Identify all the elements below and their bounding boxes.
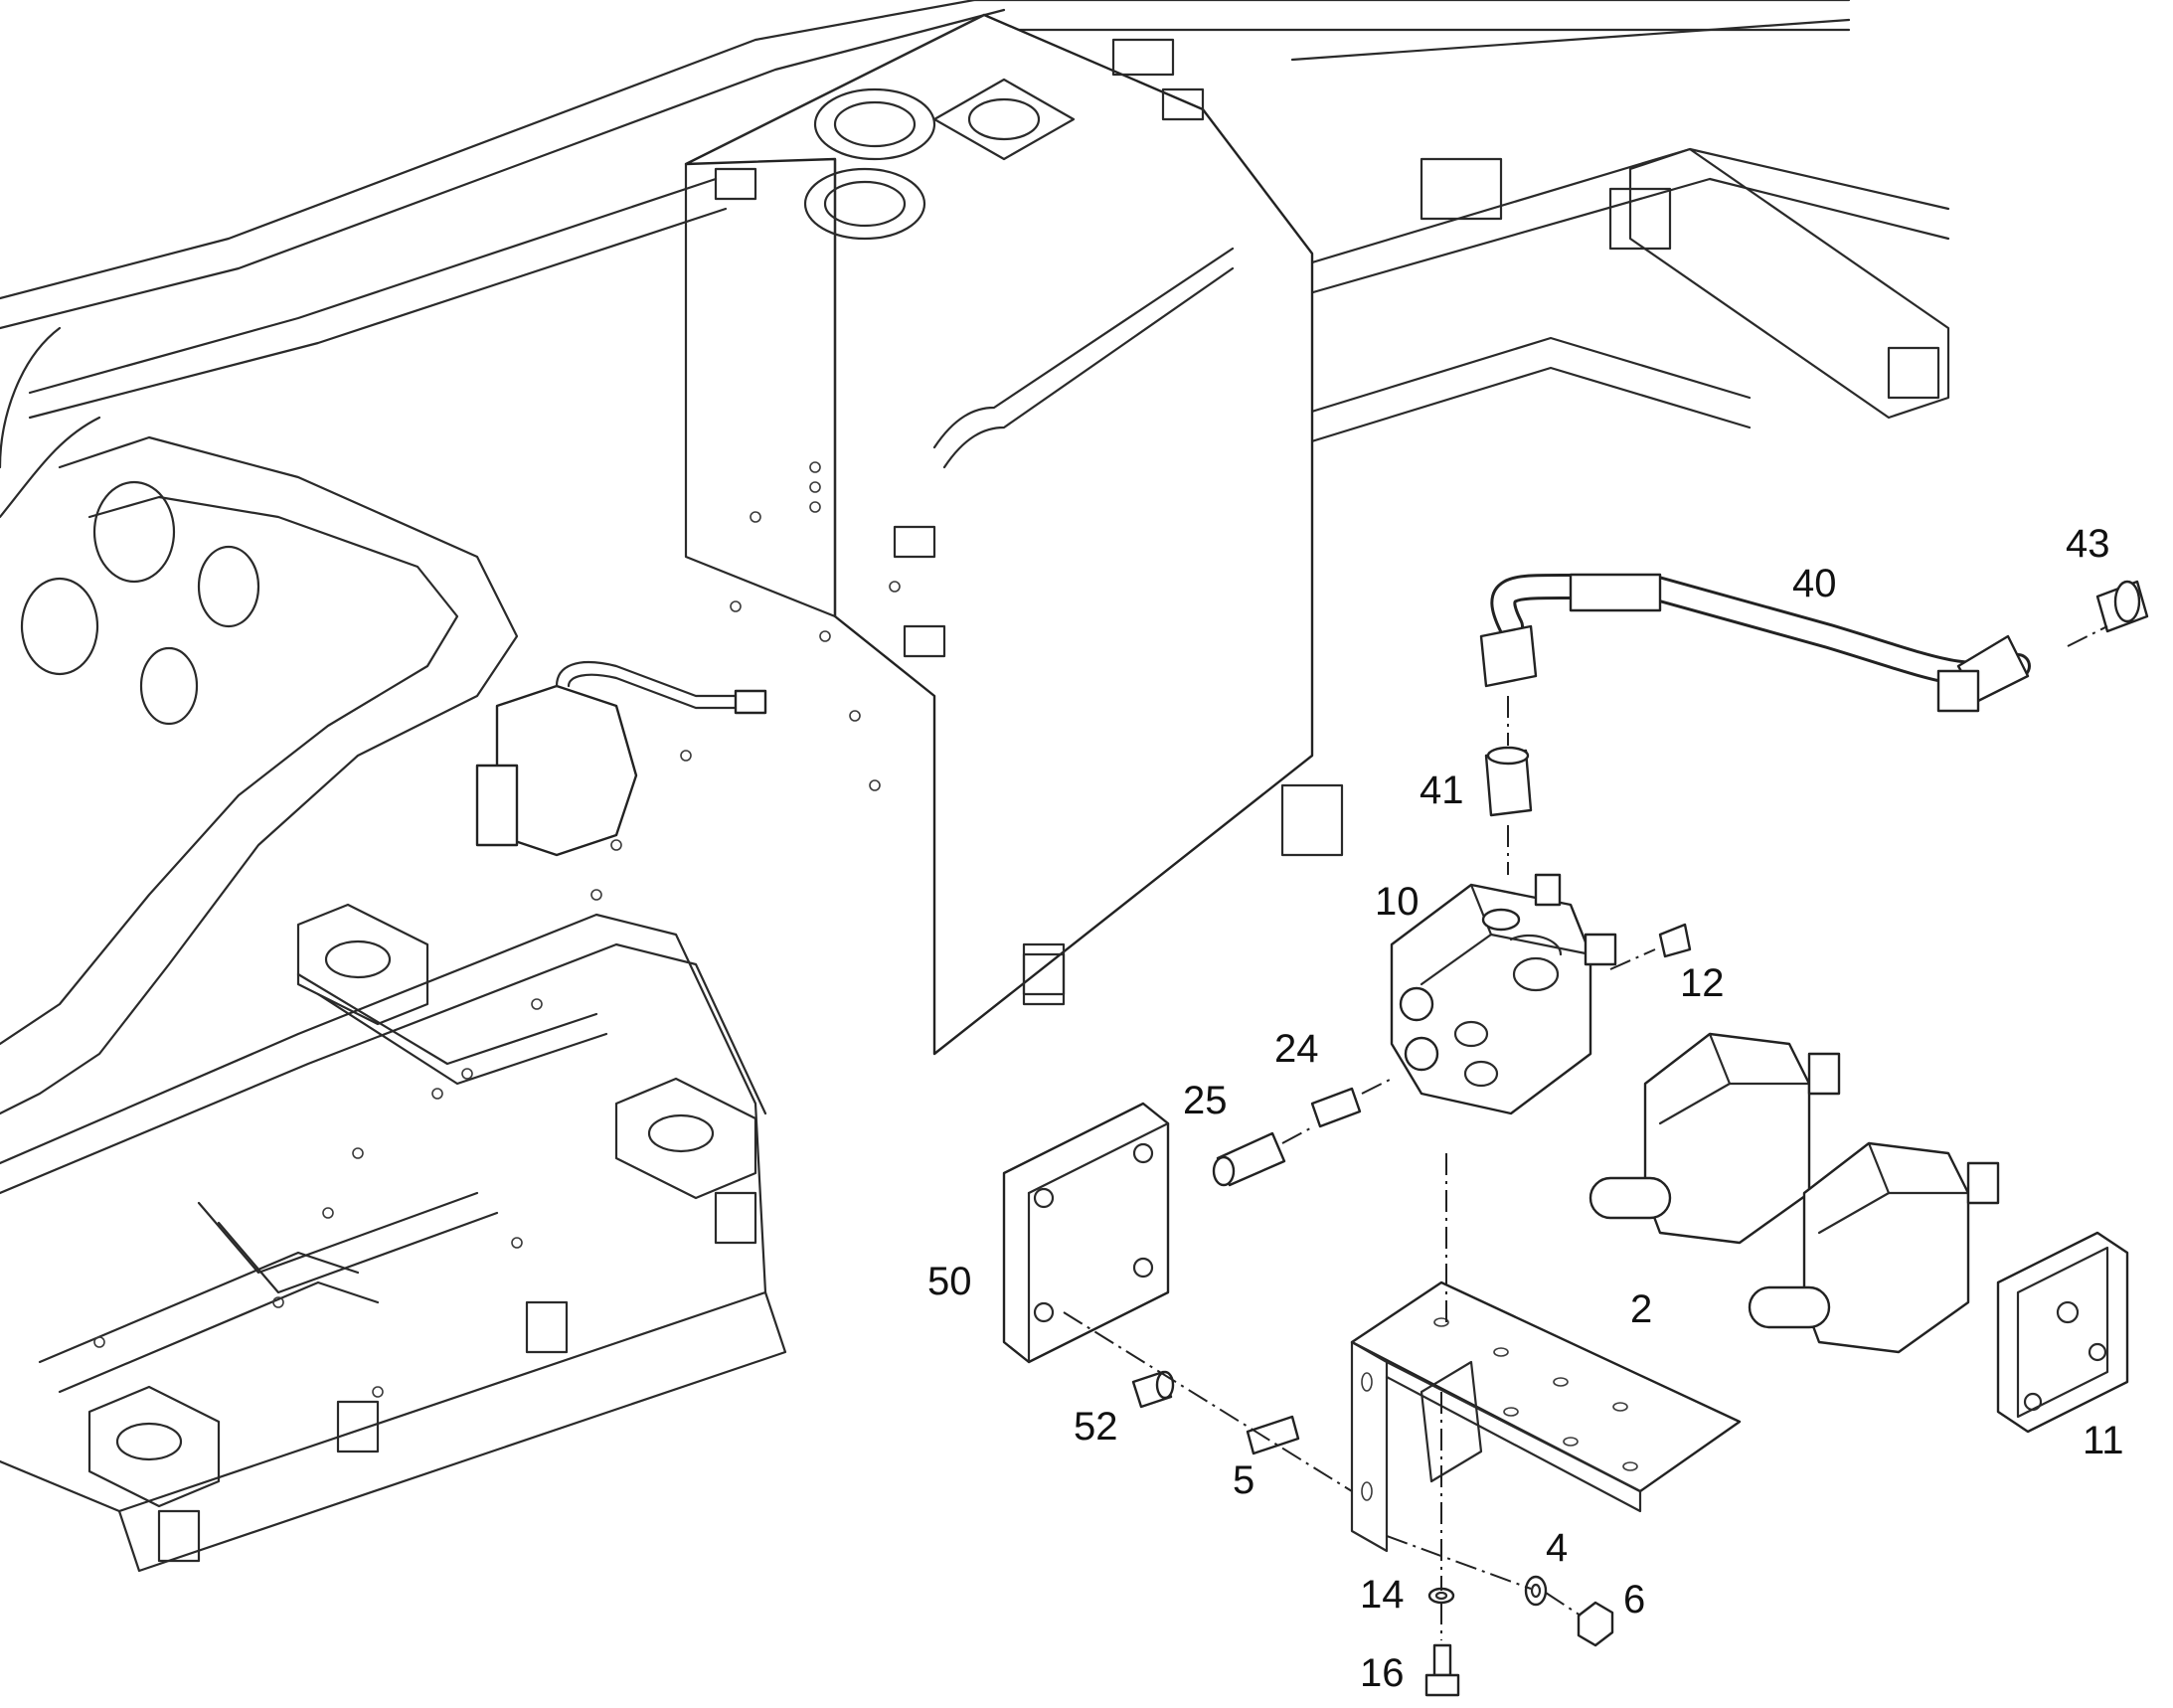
label-part-11: 11 bbox=[2083, 1419, 2124, 1462]
valve-part-10 bbox=[1390, 873, 1617, 1115]
part-labels: 43 40 41 10 12 24 25 50 2 11 52 5 4 14 6… bbox=[927, 522, 2124, 1695]
label-part-14: 14 bbox=[1360, 1573, 1405, 1617]
label-part-2: 2 bbox=[1630, 1287, 1652, 1331]
label-part-24: 24 bbox=[1274, 1027, 1319, 1071]
end-cover-part-11 bbox=[1996, 1231, 2129, 1434]
plate-part-50 bbox=[1002, 1102, 1170, 1364]
label-part-6: 6 bbox=[1623, 1578, 1645, 1622]
screw-part-16 bbox=[1424, 1643, 1460, 1697]
label-part-5: 5 bbox=[1233, 1458, 1254, 1502]
exploded-parts bbox=[1002, 573, 2149, 1697]
label-part-50: 50 bbox=[927, 1260, 972, 1303]
label-part-12: 12 bbox=[1680, 961, 1725, 1005]
label-part-10: 10 bbox=[1375, 880, 1420, 924]
washer-part-14 bbox=[1427, 1587, 1455, 1605]
label-part-25: 25 bbox=[1183, 1079, 1228, 1122]
screw-part-12 bbox=[1609, 923, 1692, 970]
valve-section-lower bbox=[1748, 1141, 2000, 1354]
fitting-part-43 bbox=[2067, 580, 2149, 647]
label-part-43: 43 bbox=[2066, 522, 2110, 566]
label-part-16: 16 bbox=[1360, 1651, 1405, 1695]
fitting-part-24 bbox=[1310, 1078, 1393, 1128]
machine-frame bbox=[0, 0, 1950, 1573]
label-part-4: 4 bbox=[1546, 1526, 1568, 1570]
bracket-part-2 bbox=[1350, 1281, 1742, 1553]
assembly-axis-lines bbox=[1063, 1153, 1582, 1640]
hose-part-40 bbox=[1479, 573, 2031, 713]
washer-part-4 bbox=[1524, 1575, 1548, 1607]
nut-part-6 bbox=[1577, 1601, 1614, 1647]
label-part-40: 40 bbox=[1792, 562, 1837, 605]
label-part-52: 52 bbox=[1074, 1405, 1118, 1449]
stud-part-5 bbox=[1246, 1415, 1300, 1455]
valve-section-upper bbox=[1588, 1032, 1841, 1245]
adapter-part-41 bbox=[1484, 696, 1533, 875]
label-part-41: 41 bbox=[1420, 769, 1464, 812]
fitting-part-25 bbox=[1212, 1127, 1311, 1187]
